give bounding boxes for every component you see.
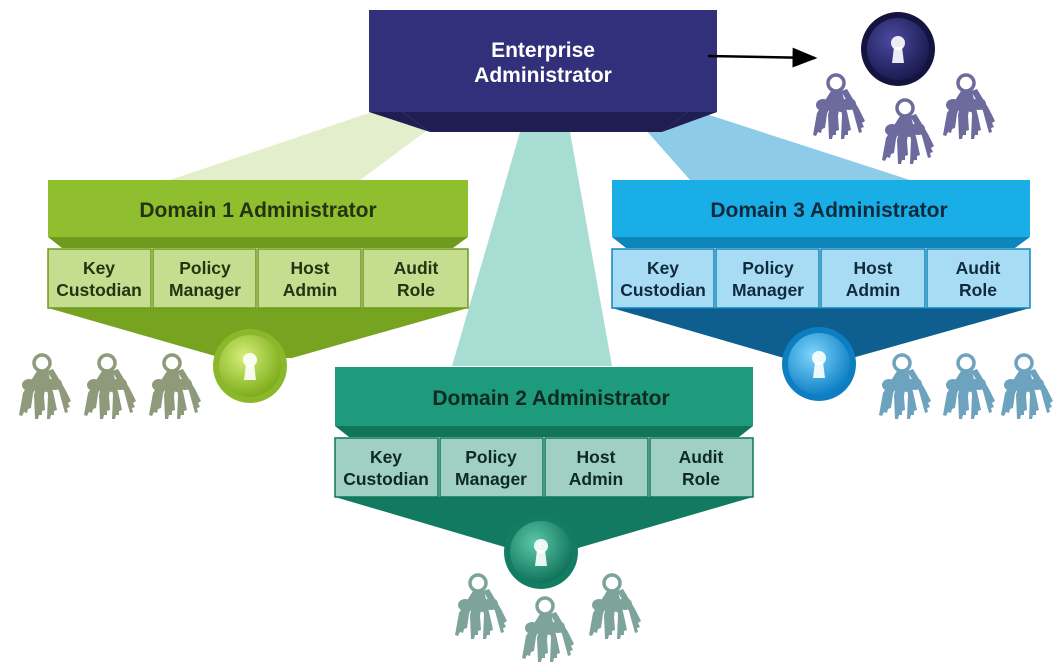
domain-3-role-policy-line2: Manager: [732, 280, 804, 300]
domain-2-role-key-line1: Key: [370, 447, 402, 467]
domain-2-role-key-line2: Custodian: [343, 469, 429, 489]
domain-1-title: Domain 1 Administrator: [139, 199, 376, 222]
key-ring-icon: [941, 73, 997, 141]
domain-2-role-policy-line1: Policy: [465, 447, 517, 467]
enterprise-arrow: [707, 47, 818, 68]
key-ring-icon: [941, 353, 997, 421]
keyhole-lock-icon: [861, 12, 935, 86]
domain-3-role-audit-line2: Role: [959, 280, 997, 300]
domain-1-role-policy-line2: Manager: [169, 280, 241, 300]
enterprise-title-line1: Enterprise: [491, 39, 595, 62]
beam-to-domain-3: [630, 112, 910, 180]
domain-2-title: Domain 2 Administrator: [432, 387, 669, 410]
domain-3-role-policy-line1: Policy: [742, 258, 794, 278]
domain-2-role-audit-line1: Audit: [679, 447, 724, 467]
enterprise-administrator-box: Enterprise Administrator: [369, 10, 717, 132]
key-ring-icon: [811, 73, 867, 141]
domain-1-role-host-line2: Admin: [283, 280, 337, 300]
key-ring-icon: [520, 596, 576, 662]
key-ring-icon: [453, 573, 509, 641]
domain-3-panel: Domain 3 Administrator Key Custodian Pol…: [611, 180, 1031, 358]
domain-1-role-host-line1: Host: [291, 258, 330, 278]
key-ring-icon: [82, 353, 138, 421]
beam-to-domain-1: [170, 112, 452, 180]
key-ring-icon: [587, 573, 643, 641]
domain-2-role-host-line2: Admin: [569, 469, 623, 489]
domain-3-role-host-line1: Host: [854, 258, 893, 278]
keyhole-lock-icon: [504, 515, 578, 589]
domain-1-role-audit-line2: Role: [397, 280, 435, 300]
domain-3-title: Domain 3 Administrator: [710, 199, 947, 222]
domain-1-role-audit-line1: Audit: [394, 258, 439, 278]
key-ring-icon: [877, 353, 933, 421]
beam-to-domain-2: [452, 132, 612, 366]
domain-3-role-audit-line1: Audit: [956, 258, 1001, 278]
domain-3-role-key-line1: Key: [647, 258, 679, 278]
domain-3-role-host-line2: Admin: [846, 280, 900, 300]
domain-1-role-key-line2: Custodian: [56, 280, 142, 300]
enterprise-title-line2: Administrator: [474, 64, 612, 87]
domain-2-role-audit-line2: Role: [682, 469, 720, 489]
domain-1-role-policy-line1: Policy: [179, 258, 231, 278]
keyhole-lock-icon: [782, 327, 856, 401]
domain-3-role-key-line2: Custodian: [620, 280, 706, 300]
keyhole-lock-icon: [213, 329, 287, 403]
domain-1-role-key-line1: Key: [83, 258, 115, 278]
domain-2-role-host-line1: Host: [577, 447, 616, 467]
key-ring-icon: [999, 353, 1053, 421]
key-ring-icon: [880, 98, 936, 166]
key-ring-icon: [147, 353, 203, 421]
domain-2-role-policy-line2: Manager: [455, 469, 527, 489]
key-ring-icon: [17, 353, 73, 421]
